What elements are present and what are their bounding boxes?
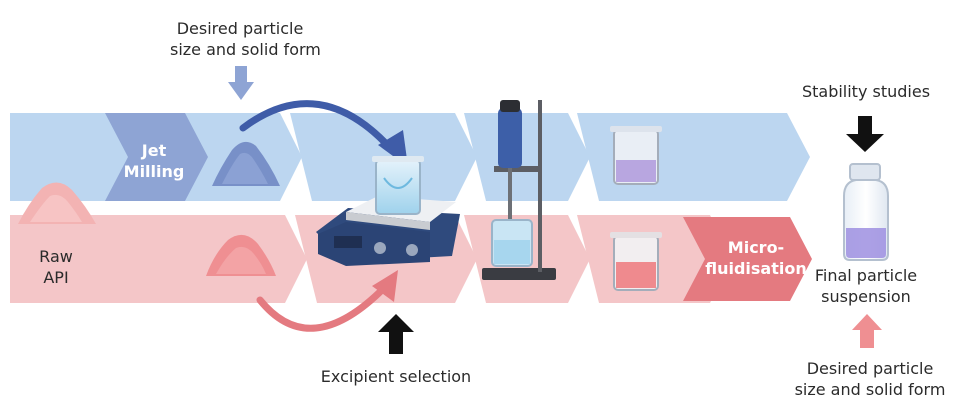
desired-size-down-arrow — [228, 66, 254, 100]
desired-size-up-arrow — [852, 314, 882, 348]
blue-band-segment — [464, 113, 590, 201]
raw-api-label: Raw API — [39, 247, 73, 287]
stability-studies-label: Stability studies — [801, 82, 931, 101]
microfluidisation-step — [683, 217, 812, 301]
red-band-segment — [10, 215, 307, 303]
excipient-up-arrow — [378, 314, 414, 354]
raw-api-arrowhead — [372, 270, 398, 302]
top-desired-size-label: Desired particle size and solid form — [170, 19, 321, 59]
jet-milling-step — [105, 113, 208, 201]
stirred-beaker — [372, 156, 424, 215]
microfluidisation-label: Micro- fluidisation — [705, 238, 807, 278]
milled-powder-pile — [212, 141, 280, 186]
red-suspension-beaker — [610, 232, 662, 291]
final-suspension-vial — [843, 163, 889, 261]
api-powder-pile — [206, 234, 276, 276]
bottom-desired-size-label: Desired particle size and solid form — [794, 359, 946, 399]
milled-powder-curved-arrow — [239, 100, 396, 154]
purple-suspension-beaker — [610, 126, 662, 185]
excipient-selection-label: Excipient selection — [320, 367, 472, 386]
raw-api-powder-pile — [18, 182, 96, 224]
final-suspension-label: Final particle suspension — [814, 266, 918, 306]
raw-api-curved-arrow — [256, 284, 388, 332]
jet-milling-label: Jet Milling — [123, 141, 185, 181]
overhead-stirrer — [482, 100, 556, 280]
stability-down-arrow — [846, 116, 884, 152]
